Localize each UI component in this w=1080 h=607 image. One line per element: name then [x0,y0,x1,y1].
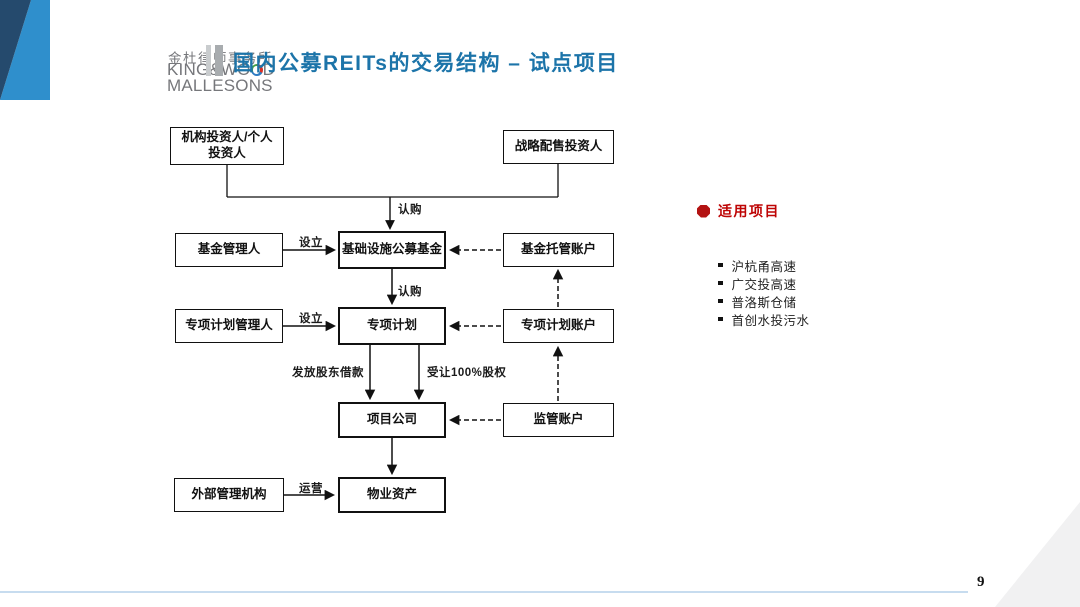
list-item: 沪杭甬高速 [718,256,810,274]
node-project-company: 项目公司 [338,402,446,438]
node-fund-manager: 基金管理人 [175,233,283,267]
node-institutional-individual-investors: 机构投资人/个人 投资人 [170,127,284,165]
list-item-label: 首创水投污水 [731,313,810,328]
node-fund-custody-account: 基金托管账户 [503,233,614,267]
side-panel-title: 适用项目 [718,203,780,219]
footer-divider-line [0,591,968,593]
node-supervision-account: 监管账户 [503,403,614,437]
list-item-label: 普洛斯仓储 [731,295,797,310]
kwm-logo-mark-icon [0,0,50,100]
edge-label-establish-plan: 设立 [299,313,323,325]
list-item: 普洛斯仓储 [718,292,810,310]
node-special-plan-account: 专项计划账户 [503,309,614,343]
square-bullet-icon [718,316,723,322]
side-panel-header: 适用项目 [697,201,780,221]
list-item-label: 广交投高速 [731,277,797,292]
red-octagon-bullet-icon [697,204,710,218]
edge-label-subscribe-top: 认购 [398,204,422,216]
edge-label-equity-transfer: 受让100%股权 [427,367,507,379]
node-external-manager: 外部管理机构 [174,478,284,512]
edge-label-shareholder-loan: 发放股东借款 [292,367,364,379]
edge-label-establish-fund: 设立 [299,237,323,249]
page-title: 国内公募REITs的交易结构 – 试点项目 [233,52,619,75]
node-infrastructure-public-fund: 基础设施公募基金 [338,231,446,269]
node-strategic-placement-investors: 战略配售投资人 [503,130,614,164]
node-special-plan: 专项计划 [338,307,446,345]
node-property-asset: 物业资产 [338,477,446,513]
title-accent-bar-dark [215,45,223,76]
node-special-plan-manager: 专项计划管理人 [175,309,283,343]
square-bullet-icon [718,262,723,268]
title-accent-bar-light [206,45,211,76]
square-bullet-icon [718,298,723,304]
edge-label-operate: 运营 [299,483,323,495]
logo-multicolor-o-icon [250,64,263,76]
list-item: 首创水投污水 [718,310,810,328]
logo-text-en-line1-suffix: D [262,60,276,79]
list-item: 广交投高速 [718,274,810,292]
page-number: 9 [977,574,985,590]
list-item-label: 沪杭甬高速 [731,259,797,274]
logo-text-en-line2: MALLESONS [167,76,273,95]
edge-label-subscribe-mid: 认购 [398,286,422,298]
square-bullet-icon [718,280,723,286]
applicable-projects-list: 沪杭甬高速 广交投高速 普洛斯仓储 首创水投污水 [718,256,810,328]
